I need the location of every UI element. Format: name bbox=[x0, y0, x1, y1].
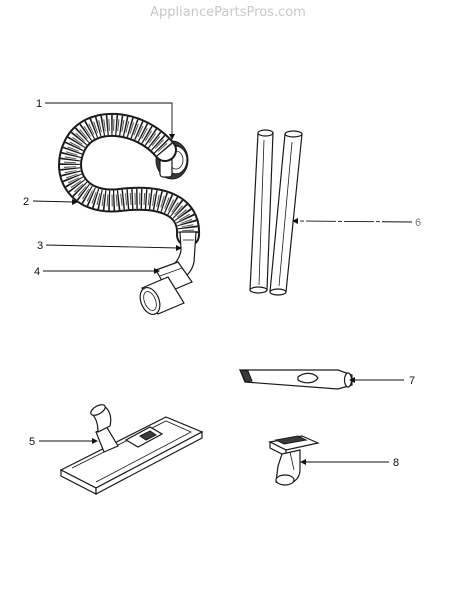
corrugated-hose bbox=[58, 113, 201, 247]
upholstery-tool bbox=[268, 435, 320, 486]
callout-3: 3 bbox=[37, 240, 43, 252]
callout-7: 7 bbox=[409, 375, 415, 387]
callout-labels: 1 2 3 4 6 7 5 8 bbox=[23, 98, 421, 469]
leader-lines bbox=[32, 102, 413, 465]
hose-end-cuff bbox=[139, 276, 185, 316]
watermark: AppliancePartsPros.com bbox=[150, 5, 306, 20]
callout-5: 5 bbox=[29, 436, 35, 448]
callout-8: 8 bbox=[393, 457, 399, 469]
callout-4: 4 bbox=[34, 266, 40, 278]
crevice-tool bbox=[239, 369, 353, 390]
extension-wand-right bbox=[269, 130, 303, 296]
extension-wands bbox=[249, 129, 303, 296]
callout-2: 2 bbox=[23, 196, 29, 208]
floor-brush bbox=[59, 404, 204, 495]
callout-6: 6 bbox=[415, 217, 421, 229]
hose-assembly bbox=[58, 113, 201, 316]
extension-wand-left bbox=[249, 129, 274, 294]
callout-1: 1 bbox=[36, 98, 42, 110]
